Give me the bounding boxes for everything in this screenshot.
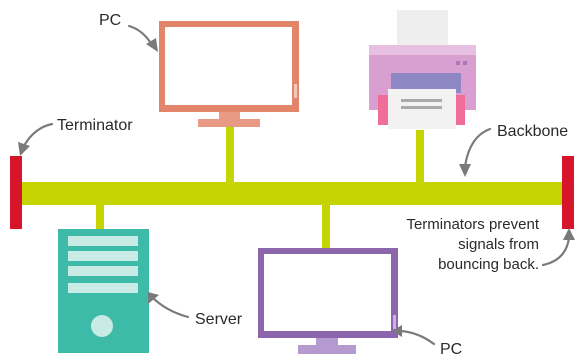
arrow-backbone-head: [459, 164, 471, 177]
pc-bottom-stand-neck: [316, 338, 338, 346]
arrow-backbone: [463, 127, 492, 168]
server-bay-2: [68, 251, 138, 261]
note-line-2: signals from: [458, 236, 539, 253]
printer-paper-line-1: [401, 99, 442, 102]
pc-bottom-screen: [264, 254, 391, 331]
pc-top-stand-base: [198, 119, 260, 127]
label-server: Server: [195, 311, 243, 328]
arrow-server: [150, 295, 190, 319]
terminators-note: Terminators prevent signals from bouncin…: [406, 216, 539, 273]
pc-top-screen: [165, 27, 292, 105]
label-pc-bottom: PC: [440, 341, 462, 358]
drop-line-printer: [416, 130, 424, 183]
server-bay-1: [68, 236, 138, 246]
printer-paper-line-2: [401, 106, 442, 109]
drop-line-server: [96, 205, 104, 229]
backbone-cable: [20, 182, 566, 205]
printer: [369, 10, 476, 129]
arrow-pc-top-head: [146, 38, 158, 52]
pc-top: [159, 21, 299, 127]
printer-slot: [391, 73, 461, 93]
printer-button-1: [456, 61, 460, 65]
label-terminator: Terminator: [57, 117, 133, 134]
drop-line-pc-top: [226, 127, 234, 183]
printer-tray-left: [378, 95, 390, 125]
note-line-1: Terminators prevent: [406, 216, 539, 233]
printer-button-2: [463, 61, 467, 65]
arrow-terminator-head: [18, 142, 30, 156]
arrow-terminators-note-head: [563, 228, 575, 240]
drop-line-pc-bottom: [322, 205, 330, 250]
server-bay-3: [68, 266, 138, 276]
arrow-pc-bottom: [398, 329, 436, 346]
drop-lines: [96, 127, 424, 250]
label-pc-top: PC: [99, 12, 121, 29]
printer-top-band: [369, 45, 476, 55]
pc-bottom: [258, 248, 398, 354]
note-line-3: bouncing back.: [438, 256, 539, 273]
arrow-server-head: [148, 292, 159, 304]
pc-bottom-indicator: [393, 315, 396, 329]
pc-top-indicator: [294, 84, 297, 98]
server: [58, 229, 149, 353]
pc-top-stand-neck: [219, 112, 240, 120]
pc-bottom-stand-base: [298, 345, 356, 354]
server-power-button: [91, 315, 113, 337]
arrow-terminator: [22, 122, 54, 148]
server-bay-4: [68, 283, 138, 293]
arrow-terminators-note: [541, 236, 571, 267]
callout-arrows: [18, 24, 575, 346]
label-backbone: Backbone: [497, 123, 568, 140]
arrow-pc-bottom-head: [392, 325, 402, 337]
arrow-pc-top: [127, 24, 154, 47]
terminator-right: [562, 156, 574, 229]
terminator-left: [10, 156, 22, 229]
